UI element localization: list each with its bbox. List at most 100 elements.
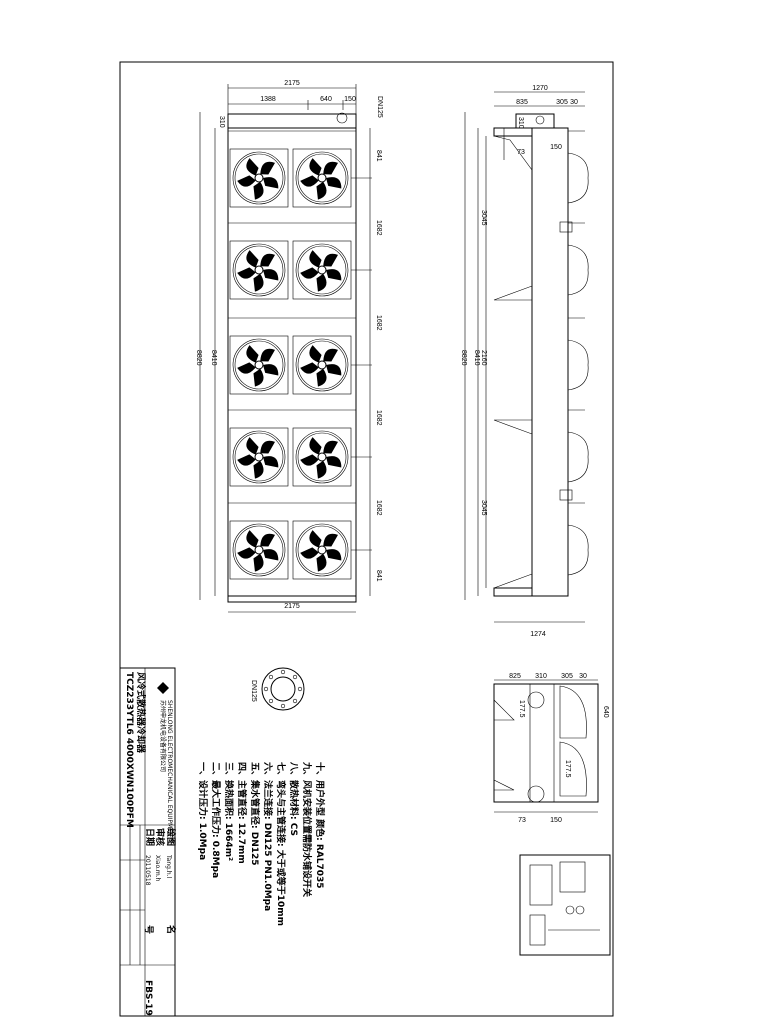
side-fan-housing — [567, 431, 589, 483]
dim-8820-side: 8820 — [460, 350, 467, 366]
dim-305-end: 305 — [561, 673, 573, 680]
fan-icon — [229, 148, 289, 208]
fan-icon — [292, 520, 352, 580]
side-fan-housing — [567, 244, 589, 296]
dim-2175-top: 2175 — [284, 80, 300, 87]
check-label: 审核 — [154, 828, 166, 846]
dim-825: 825 — [509, 673, 521, 680]
side-fan-housing — [567, 524, 589, 576]
side-fan-housing — [567, 339, 589, 391]
company-name: 苏州申龙机电设备有限公司 — [159, 700, 167, 772]
dn125-label: DN125 — [376, 96, 383, 118]
bolt-hole — [268, 674, 274, 680]
dim-310: 310 — [218, 116, 225, 128]
bolt-hole — [292, 698, 298, 704]
fan-icon — [292, 335, 352, 395]
bolt-hole — [297, 686, 303, 692]
dim-177-top: 177.5 — [518, 700, 525, 718]
dim-3045-top: 3045 — [480, 210, 487, 226]
date-value: 20110518 — [144, 855, 151, 886]
flange-label: DN125 — [250, 680, 257, 702]
dim-150: 150 — [344, 96, 356, 103]
flange-detail: DN125 — [250, 667, 305, 711]
fan-icon — [229, 427, 289, 487]
dim-310-side: 310 — [517, 117, 524, 129]
dim-1682-b: 1682 — [375, 315, 382, 331]
company-logo-icon — [157, 682, 169, 694]
dim-1388: 1388 — [260, 96, 276, 103]
dim-3045-bottom: 3045 — [480, 500, 487, 516]
side-view: 1270 835 305 30 310 73 150 8820 8410 304… — [460, 85, 589, 638]
dim-1682-c: 1682 — [375, 410, 382, 426]
fan-icon — [292, 427, 352, 487]
date-label: 日期 — [144, 828, 156, 846]
fan-icon — [229, 240, 289, 300]
dim-305: 305 — [556, 99, 568, 106]
number-label: 号 — [143, 925, 154, 934]
dim-8820-plan: 8820 — [195, 350, 202, 366]
note-line: 九、风机安装位置需防水铺设开关 — [301, 761, 313, 897]
bolt-hole — [268, 698, 274, 704]
assembly-thumbnail — [519, 854, 611, 956]
dim-30: 30 — [570, 99, 578, 106]
fan-icon — [292, 148, 352, 208]
dim-841-top: 841 — [375, 150, 382, 162]
note-line: 二、最大工作压力: 0.8Mpa — [210, 762, 222, 878]
product-name: 风冷式散热器冷却器 — [135, 672, 147, 754]
dim-1274: 1274 — [530, 631, 546, 638]
dim-841-bottom: 841 — [375, 570, 382, 582]
fan-icon — [229, 335, 289, 395]
terminal-box — [559, 221, 573, 233]
dim-8410-side: 8410 — [473, 350, 480, 366]
dim-835: 835 — [516, 99, 528, 106]
terminal-box — [559, 489, 573, 501]
bolt-hole — [263, 686, 269, 692]
note-line: 一、设计压力: 1.0Mpa — [197, 762, 209, 860]
note-line: 三、换热面积: 1664m² — [223, 762, 235, 861]
flange-outer — [261, 667, 305, 711]
note-line: 六、法兰连接: DN125 PN1.0Mpa — [262, 762, 274, 911]
dim-310-end: 310 — [535, 673, 547, 680]
dim-73-end: 73 — [518, 817, 526, 824]
note-line: 十、用户外型 颜色: RAL7035 — [314, 762, 326, 889]
bolt-hole — [280, 703, 286, 709]
note-line: 八、散热材料: CS — [288, 761, 300, 836]
bolt-hole — [292, 674, 298, 680]
end-view: 825 310 305 30 640 177.5 177.5 73 150 — [493, 673, 609, 824]
name-label: 名 — [165, 925, 177, 934]
side-fan-housing — [567, 152, 589, 204]
dim-1270: 1270 — [532, 85, 548, 92]
dim-150-side: 150 — [550, 144, 562, 151]
side-fans — [567, 130, 589, 576]
dim-2160: 2160 — [480, 350, 487, 366]
dim-150-end: 150 — [550, 817, 562, 824]
drawn-value: Tang.h.l — [165, 854, 172, 879]
plan-body — [227, 127, 357, 597]
drawn-label: 绘图 — [165, 828, 177, 846]
dim-640: 640 — [320, 96, 332, 103]
note-line: 五、集水管直径: DN125 — [249, 762, 261, 866]
dim-640-end: 640 — [602, 706, 609, 718]
note-line: 四、主管直径: 12.7mm — [236, 762, 248, 864]
flange-bore — [270, 676, 296, 702]
fan-icon — [229, 520, 289, 580]
drawing-border — [119, 61, 614, 1017]
dim-2175-bottom: 2175 — [284, 603, 300, 610]
check-value: Xiao.m.h — [154, 855, 161, 882]
side-body — [531, 127, 569, 597]
dim-8410-plan: 8410 — [210, 350, 217, 366]
title-block: 苏州申龙机电设备有限公司 SHENLONG ELECTROMECHANICAL … — [119, 667, 177, 1017]
dim-73-side: 73 — [517, 149, 525, 156]
fan-icon — [292, 240, 352, 300]
drawing-number: FBS-19 — [143, 980, 153, 1016]
plan-view: 2175 1388 640 150 DN125 310 8820 8410 84… — [195, 80, 383, 613]
dim-177-bottom: 177.5 — [564, 760, 571, 778]
fan-grid — [228, 130, 372, 580]
dim-1682-a: 1682 — [375, 220, 382, 236]
model-number: TCZ233YTL6 4000XWN100PFM — [124, 672, 134, 828]
company-name-en: SHENLONG ELECTROMECHANICAL EQUIPMENT — [166, 700, 173, 840]
bolt-hole — [280, 669, 286, 675]
dim-30-end: 30 — [579, 673, 587, 680]
dim-1682-d: 1682 — [375, 500, 382, 516]
